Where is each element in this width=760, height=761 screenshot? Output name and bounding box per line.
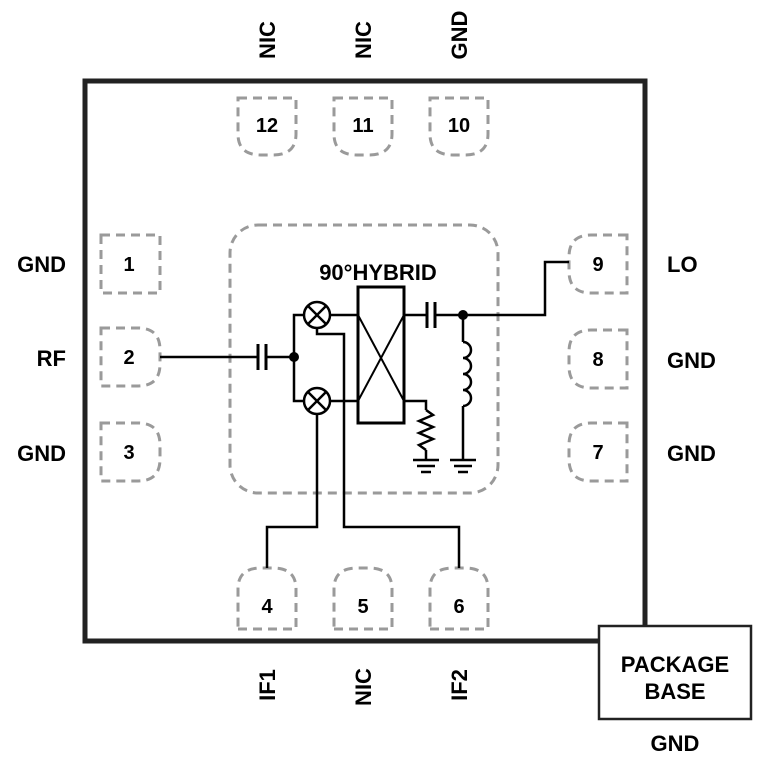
pin-number-9: 9 [592, 254, 603, 276]
pin-label-12: NIC [255, 21, 280, 59]
pad-3 [99, 421, 162, 483]
pad-10 [428, 96, 490, 157]
pin-number-10: 10 [448, 115, 470, 137]
pin-number-4: 4 [261, 596, 273, 618]
pad-9 [567, 233, 629, 295]
pin-number-8: 8 [592, 349, 603, 371]
pin-number-6: 6 [453, 596, 464, 618]
rf-capacitor [256, 344, 268, 370]
pad-8 [567, 328, 629, 390]
pin-label-10: GND [447, 11, 472, 60]
pad-4 [236, 566, 298, 631]
mixer-top-icon [302, 300, 332, 330]
pin-label-6: IF2 [447, 669, 472, 701]
pin-number-12: 12 [256, 115, 278, 137]
pad-5 [332, 566, 394, 631]
lo-wire [463, 260, 569, 317]
pad-12 [236, 96, 298, 157]
termination-wire [404, 399, 428, 410]
lo-capacitor [425, 302, 437, 328]
hybrid-coupler [356, 285, 406, 425]
inductor-icon [462, 340, 473, 408]
ground-icon [413, 458, 439, 474]
hybrid-title: 90°HYBRID [319, 260, 437, 285]
pin-number-1: 1 [123, 254, 134, 276]
pin-label-8: GND [667, 348, 716, 373]
pin-label-7: GND [667, 441, 716, 466]
pad-11 [332, 96, 394, 157]
pad-7 [567, 421, 629, 483]
package-base-ground-label: GND [651, 731, 700, 756]
pin-number-11: 11 [352, 115, 373, 137]
package-base-line2: BASE [644, 679, 705, 704]
pad-1 [99, 233, 162, 295]
package-outline [82, 78, 648, 644]
pin-number-7: 7 [592, 442, 603, 464]
pin-label-5: NIC [351, 668, 376, 706]
package-base-box [597, 624, 753, 721]
pin-label-2: RF [37, 346, 66, 371]
mixer-bottom-icon [302, 386, 332, 416]
package-base-line1: PACKAGE [621, 652, 729, 677]
if2-wire [315, 328, 461, 568]
pin-label-3: GND [17, 441, 66, 466]
resistor-icon [415, 408, 437, 452]
pad-2 [99, 326, 162, 388]
pin-label-1: GND [17, 252, 66, 277]
pin-label-11: NIC [351, 21, 376, 59]
pin-label-4: IF1 [255, 669, 280, 701]
ground-icon [450, 458, 476, 474]
pin-number-3: 3 [123, 442, 134, 464]
pin-number-2: 2 [123, 347, 134, 369]
pin-label-9: LO [667, 252, 698, 277]
inner-circuit-outline [228, 223, 500, 495]
pin-number-5: 5 [357, 596, 368, 618]
if1-wire [265, 414, 319, 568]
rf-split-top [292, 313, 304, 357]
pad-6 [428, 566, 490, 631]
rf-split-bottom [292, 357, 304, 403]
